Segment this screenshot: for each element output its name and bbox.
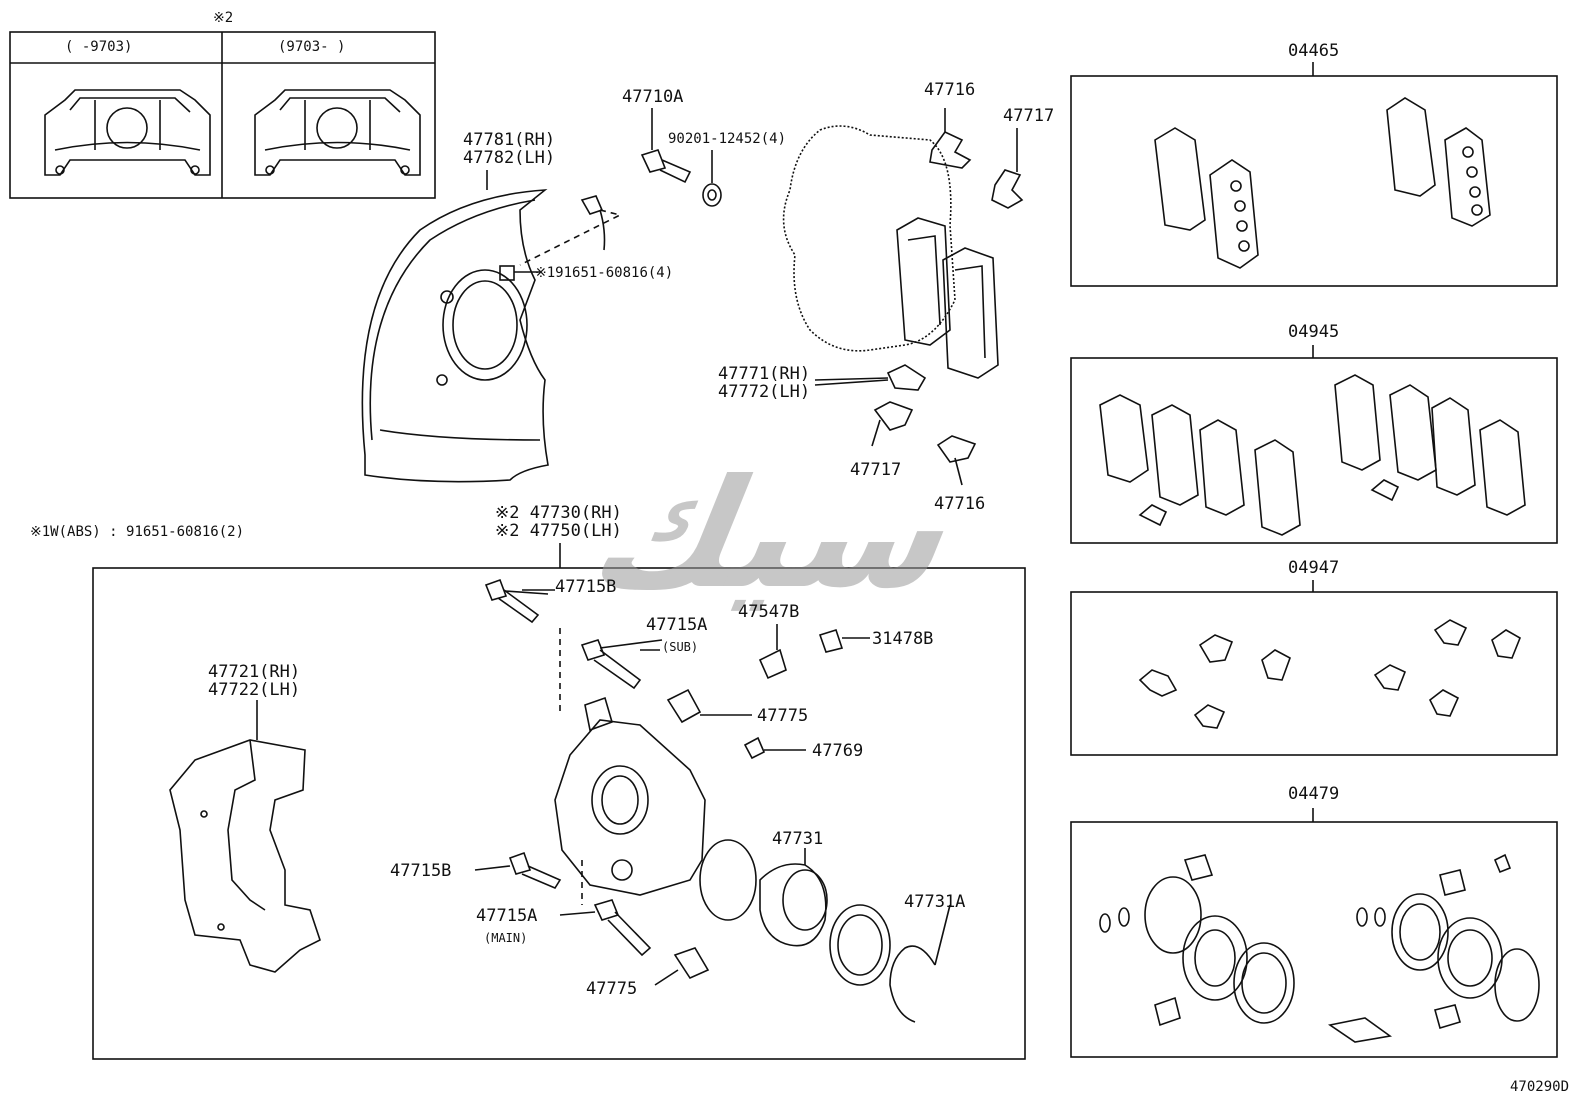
label-kit-04465[interactable]: 04465	[1288, 41, 1340, 61]
label-caliper-rh[interactable]: ※2 47730(RH)	[495, 503, 622, 523]
label-sub: (SUB)	[662, 640, 699, 654]
pins	[474, 578, 870, 986]
label-kit-04479[interactable]: 04479	[1288, 784, 1340, 804]
label-shim-lh[interactable]: 47772(LH)	[718, 382, 811, 402]
inset-mark: ※2	[213, 10, 234, 26]
label-caliper-lh[interactable]: ※2 47750(LH)	[495, 521, 622, 541]
bolt-91651	[499, 195, 623, 281]
label-dust-cover-lh[interactable]: 47782(LH)	[463, 148, 556, 168]
label-boot-bot[interactable]: 47775	[586, 979, 638, 999]
label-spring-47717-bot[interactable]: 47717	[850, 460, 902, 480]
diagram-code: 470290D	[1510, 1079, 1570, 1095]
label-dust-cover-rh[interactable]: 47781(RH)	[463, 130, 556, 150]
label-mount-lh[interactable]: 47722(LH)	[208, 680, 301, 700]
label-bolt-47710a[interactable]: 47710A	[622, 87, 684, 107]
label-spring-47717-top[interactable]: 47717	[1003, 106, 1055, 126]
label-spring-47716-bot[interactable]: 47716	[934, 494, 986, 514]
caliper-box	[92, 543, 1026, 1060]
inset-col-left: ( -9703)	[65, 39, 133, 55]
label-kit-04945[interactable]: 04945	[1288, 322, 1340, 342]
label-bleeder-cap[interactable]: 47769	[812, 741, 864, 761]
label-pin-47715a-sub[interactable]: 47715A	[646, 615, 708, 635]
inset-col-right: (9703- )	[278, 39, 346, 55]
label-pin-47715a-main[interactable]: 47715A	[476, 906, 538, 926]
label-spring-47716-top[interactable]: 47716	[924, 80, 976, 100]
kit-boxes	[1070, 62, 1558, 1058]
label-pin-47715b-top[interactable]: 47715B	[555, 577, 617, 597]
inset-caliper-left	[44, 89, 211, 176]
label-pin-47715b-bot[interactable]: 47715B	[390, 861, 452, 881]
label-bleeder[interactable]: 47547B	[738, 602, 800, 622]
leaders	[514, 271, 889, 651]
label-bolt-note[interactable]: ※191651-60816(4)	[535, 265, 674, 281]
label-abs-note: ※1W(ABS) : 91651-60816(2)	[30, 524, 245, 540]
kit-04479-seals	[1099, 853, 1540, 1043]
label-mount-rh[interactable]: 47721(RH)	[208, 662, 301, 682]
label-cap[interactable]: 31478B	[872, 629, 934, 649]
label-main: (MAIN)	[484, 931, 528, 945]
bolt-47710a	[640, 108, 722, 207]
label-washer[interactable]: 90201-12452(4)	[668, 131, 787, 147]
kit-04947-clips	[1138, 619, 1522, 729]
label-kit-04947[interactable]: 04947	[1288, 558, 1340, 578]
kit-04945-shims	[1099, 374, 1526, 536]
caliper-body	[554, 628, 706, 905]
dust-cover	[361, 170, 549, 483]
label-piston-seal[interactable]: 47731	[772, 829, 824, 849]
label-ring[interactable]: 47731A	[904, 892, 966, 912]
inset-table	[9, 31, 436, 199]
kit-04465-pads	[1154, 97, 1491, 269]
label-boot-top[interactable]: 47775	[757, 706, 809, 726]
inset-caliper-right	[254, 89, 421, 176]
piston-seals	[699, 839, 951, 1023]
mounting-bracket	[169, 700, 321, 973]
pad-assembly	[782, 108, 1024, 486]
label-shim-rh[interactable]: 47771(RH)	[718, 364, 811, 384]
